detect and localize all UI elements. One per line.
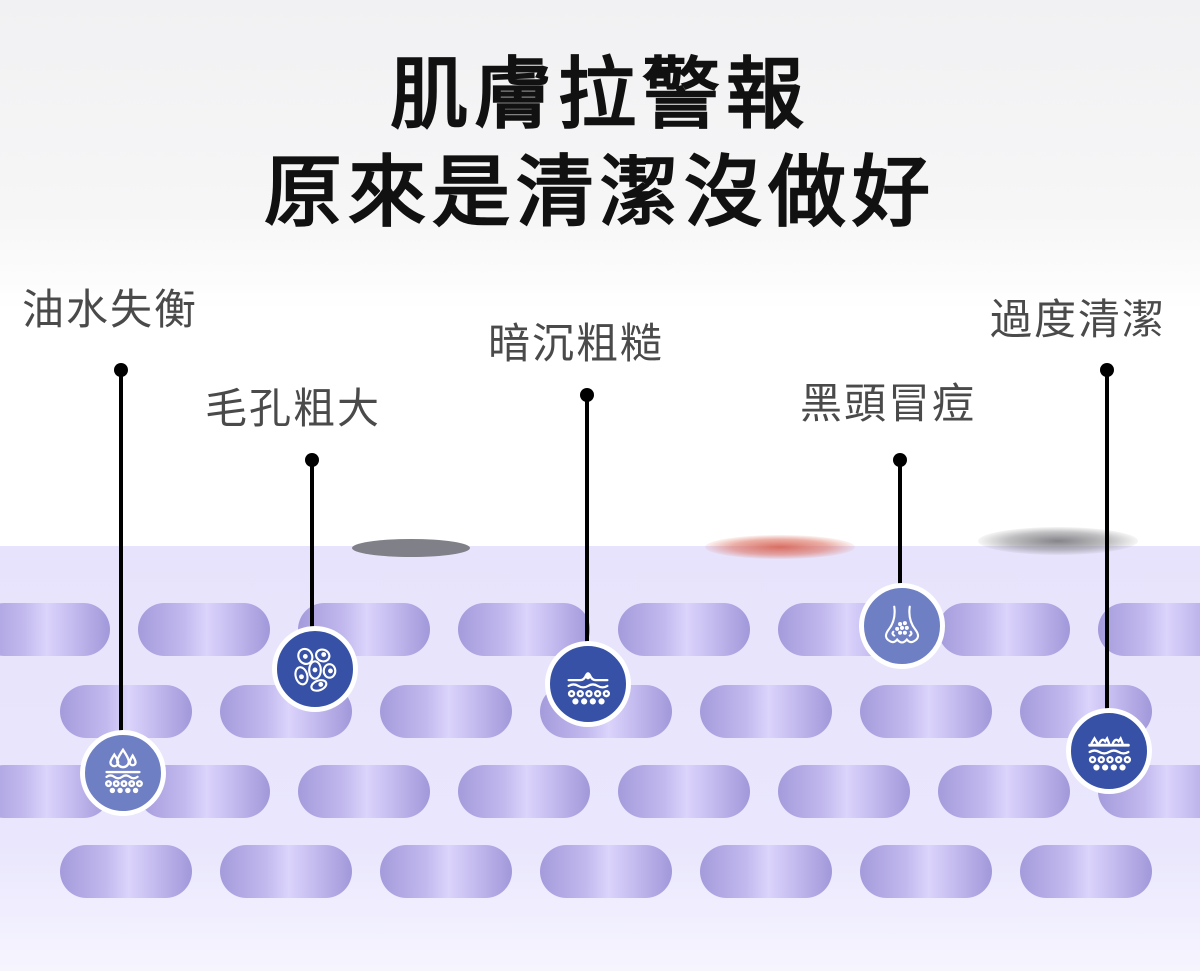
- callout-line: [585, 397, 589, 645]
- callout-dot: [114, 363, 128, 377]
- skin-cell: [380, 685, 512, 738]
- callout-line: [310, 462, 314, 630]
- headline-line-2: 原來是清潔沒做好: [263, 147, 936, 238]
- skin-cell: [1020, 845, 1152, 898]
- skin-cell: [220, 845, 352, 898]
- skin-cell: [60, 845, 192, 898]
- callout-line: [1105, 372, 1109, 712]
- skin-cell: [700, 685, 832, 738]
- callout-dot: [305, 453, 319, 467]
- skin-cell: [1098, 603, 1200, 656]
- callout-dot: [893, 453, 907, 467]
- callout-line: [898, 462, 902, 584]
- skin-cell: [618, 765, 750, 818]
- skin-cell: [618, 603, 750, 656]
- skin-cell: [700, 845, 832, 898]
- skin-cell: [540, 845, 672, 898]
- skin-cell: [778, 765, 910, 818]
- skin-cell: [860, 845, 992, 898]
- headline-line-1: 肌膚拉警報: [389, 49, 810, 140]
- callout-line: [119, 372, 123, 740]
- callout-dot: [580, 388, 594, 402]
- skin-cell: [458, 765, 590, 818]
- skin-cell: [938, 765, 1070, 818]
- skin-cell: [860, 685, 992, 738]
- callout-label: 毛孔粗大: [205, 384, 382, 433]
- callout-label: 暗沉粗糙: [488, 319, 665, 368]
- skin-cell: [138, 603, 270, 656]
- callout-label: 過度清潔: [990, 295, 1167, 344]
- callout-dot: [1100, 363, 1114, 377]
- rough-skin-bump-icon: [545, 641, 631, 727]
- skin-cell: [380, 845, 512, 898]
- dark-spot: [352, 539, 470, 557]
- water-balance-icon: [80, 730, 166, 816]
- skin-cell: [938, 603, 1070, 656]
- nose-blackheads-icon: [859, 583, 945, 669]
- skin-cell: [298, 765, 430, 818]
- dull-spot: [978, 527, 1138, 555]
- skin-cell: [60, 685, 192, 738]
- acne-spot: [705, 535, 855, 559]
- damaged-skin-surface-icon: [1066, 708, 1152, 794]
- enlarged-pores-cells-icon: [272, 626, 358, 712]
- callout-label: 油水失衡: [22, 285, 199, 334]
- callout-label: 黑頭冒痘: [800, 379, 977, 428]
- skin-cell: [0, 603, 110, 656]
